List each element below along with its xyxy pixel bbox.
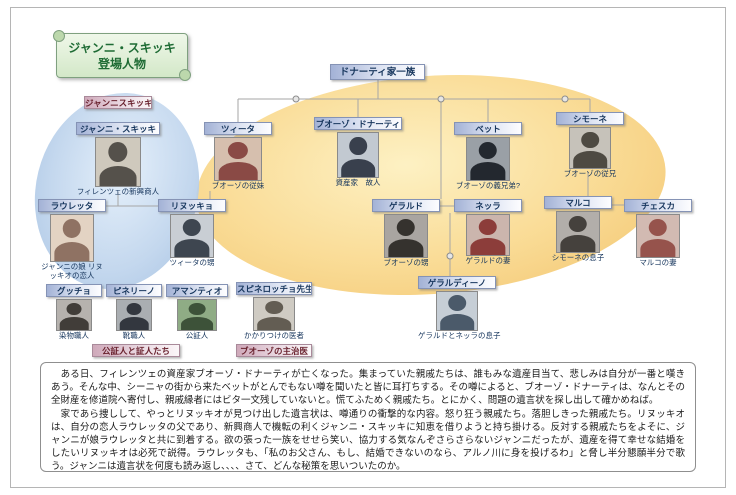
caption-rinuccio: ツィータの甥 <box>169 258 215 267</box>
caption-ciesca: マルコの妻 <box>639 258 677 267</box>
name-gherardino: ゲラルディーノ <box>418 276 496 289</box>
name-rinuccio: リヌッキョ <box>158 199 226 212</box>
caption-buoso: 資産家 故人 <box>335 178 381 187</box>
portrait-guccio <box>56 299 92 331</box>
portrait-buoso <box>337 132 379 178</box>
card-marco: マルコ シモーネの息子 <box>544 196 612 263</box>
card-zita: ツィータ ブオーゾの従妹 <box>204 122 272 191</box>
card-betto: ベット ブオーゾの義兄弟? <box>454 122 522 191</box>
label-gianni-group: ジャンニスキッキ <box>84 96 152 109</box>
label-notary-group: 公証人と証人たち <box>92 344 180 357</box>
name-gherardo: ゲラルド <box>372 199 440 212</box>
title-banner: ジャンニ・スキッキ 登場人物 <box>53 30 191 81</box>
card-guccio: グッチョ 染物職人 <box>46 284 102 341</box>
name-buoso: ブオーゾ・ドナーティ <box>314 117 402 130</box>
caption-spinelloccio: かかりつけの医者 <box>243 331 305 340</box>
name-guccio: グッチョ <box>46 284 102 297</box>
name-simone: シモーネ <box>556 112 624 125</box>
caption-nella: ゲラルドの妻 <box>465 256 511 265</box>
card-pinellino: ピネリーノ 靴職人 <box>106 284 162 341</box>
card-nella: ネッラ ゲラルドの妻 <box>454 199 522 266</box>
portrait-lauretta <box>50 214 94 262</box>
portrait-amantio <box>177 299 217 331</box>
card-simone: シモーネ ブオーゾの従兄 <box>556 112 624 179</box>
name-gianni: ジャンニ・スキッキ <box>76 122 160 135</box>
synopsis-box: ある日、フィレンツェの資産家ブオーゾ・ドナーティが亡くなった。集まっていた親戚た… <box>40 362 696 472</box>
label-donati-family: ドナーティ家一族 <box>330 64 425 80</box>
card-lauretta: ラウレッタ ジャンニの娘 リヌッキオの恋人 <box>38 199 106 280</box>
portrait-spinelloccio <box>253 297 295 331</box>
page-title-line1: ジャンニ・スキッキ <box>68 40 176 55</box>
portrait-marco <box>556 211 600 253</box>
name-nella: ネッラ <box>454 199 522 212</box>
name-amantio: アマンティオ <box>166 284 228 297</box>
caption-gherardo: ブオーゾの甥 <box>383 258 429 267</box>
name-spinelloccio: スピネロッチョ先生 <box>236 282 312 295</box>
portrait-rinuccio <box>170 214 214 258</box>
portrait-betto <box>466 137 510 181</box>
card-gherardino: ゲラルディーノ ゲラルドとネッラの息子 <box>418 276 501 341</box>
portrait-simone <box>569 127 611 169</box>
card-gianni: ジャンニ・スキッキ フィレンツェの新興商人 <box>76 122 160 197</box>
portrait-gherardino <box>436 291 478 331</box>
portrait-pinellino <box>116 299 152 331</box>
label-doctor-group: ブオーゾの主治医 <box>236 344 312 357</box>
caption-amantio: 公証人 <box>185 331 209 340</box>
caption-zita: ブオーゾの従妹 <box>211 181 265 190</box>
portrait-nella <box>466 214 510 256</box>
card-buoso: ブオーゾ・ドナーティ 資産家 故人 <box>314 117 402 188</box>
caption-pinellino: 靴職人 <box>122 331 146 340</box>
name-marco: マルコ <box>544 196 612 209</box>
portrait-zita <box>214 137 262 181</box>
page-title-line2: 登場人物 <box>97 56 146 71</box>
caption-gianni: フィレンツェの新興商人 <box>76 187 160 196</box>
caption-guccio: 染物職人 <box>59 331 89 340</box>
name-betto: ベット <box>454 122 522 135</box>
portrait-gherardo <box>384 214 428 258</box>
card-amantio: アマンティオ 公証人 <box>166 284 228 341</box>
name-zita: ツィータ <box>204 122 272 135</box>
card-rinuccio: リヌッキョ ツィータの甥 <box>158 199 226 268</box>
name-lauretta: ラウレッタ <box>38 199 106 212</box>
card-gherardo: ゲラルド ブオーゾの甥 <box>372 199 440 268</box>
caption-marco: シモーネの息子 <box>551 253 605 262</box>
name-pinellino: ピネリーノ <box>106 284 162 297</box>
synopsis-paragraph-1: ある日、フィレンツェの資産家ブオーゾ・ドナーティが亡くなった。集まっていた親戚た… <box>51 369 685 407</box>
name-ciesca: チェスカ <box>624 199 692 212</box>
synopsis-paragraph-2: 家であら捜しして、やっとリヌッキオが見つけ出した遺言状は、噂通りの衝撃的な内容。… <box>51 408 685 473</box>
portrait-gianni <box>95 137 141 187</box>
card-spinelloccio: スピネロッチョ先生 かかりつけの医者 <box>236 282 312 341</box>
caption-simone: ブオーゾの従兄 <box>563 169 617 178</box>
portrait-ciesca <box>636 214 680 258</box>
caption-betto: ブオーゾの義兄弟? <box>455 181 521 190</box>
card-ciesca: チェスカ マルコの妻 <box>624 199 692 268</box>
caption-gherardino: ゲラルドとネッラの息子 <box>418 331 501 340</box>
page-border <box>10 7 726 488</box>
caption-lauretta: ジャンニの娘 リヌッキオの恋人 <box>41 262 103 280</box>
